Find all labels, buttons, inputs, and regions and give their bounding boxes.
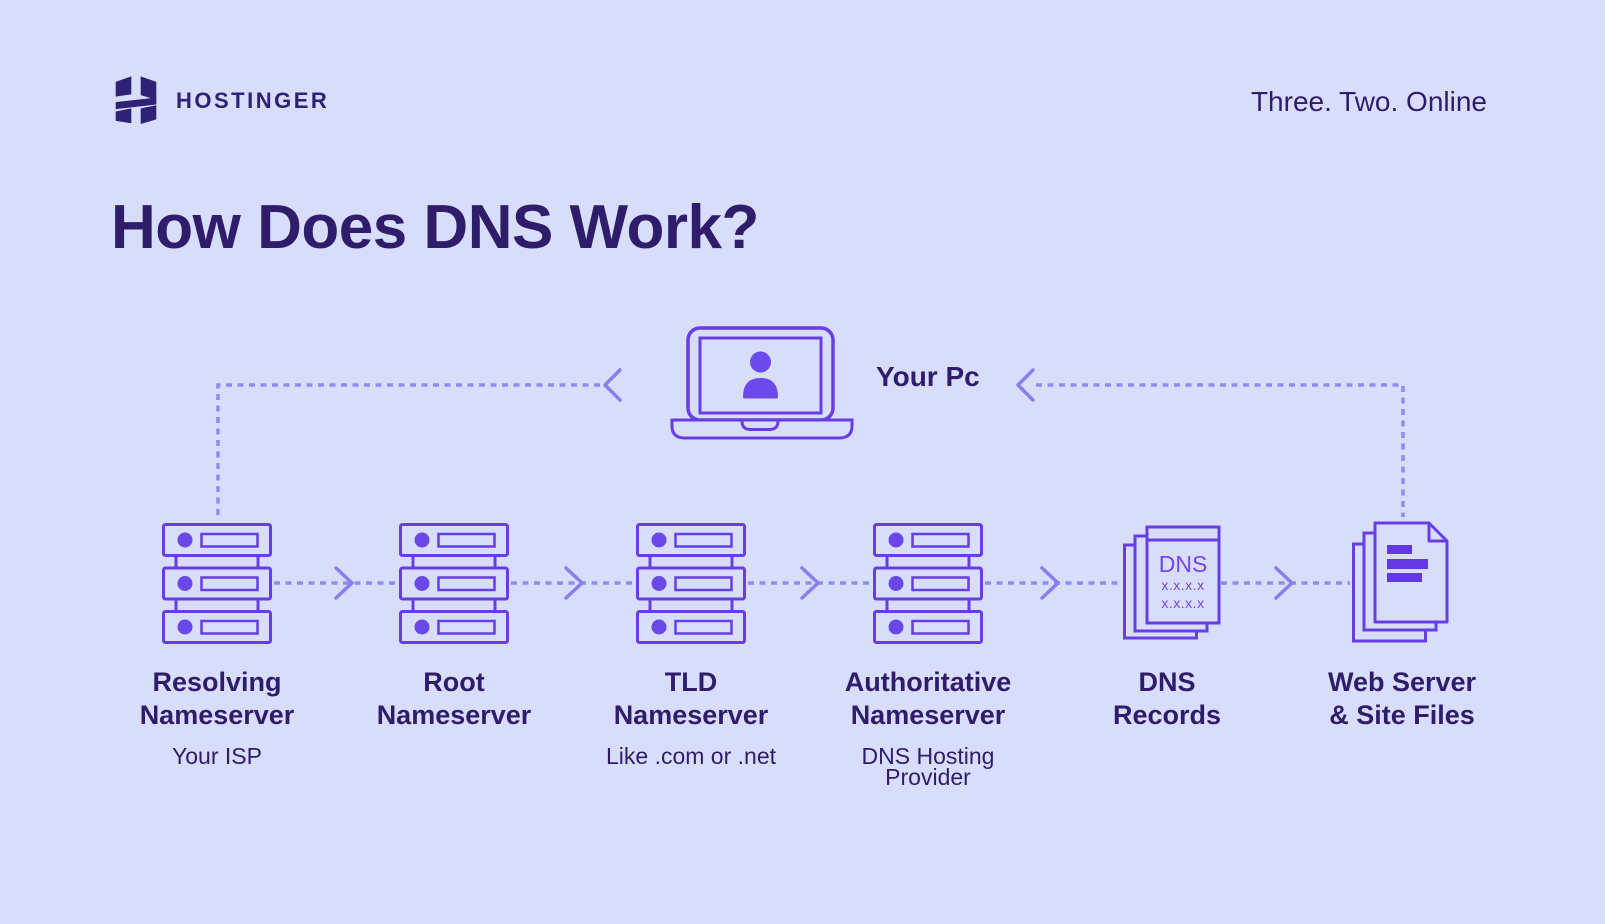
connector-pc-to-resolving-line: [216, 383, 600, 517]
node-authoritative-nameserver: Authoritative Nameserver DNS Hosting Pro…: [798, 666, 1058, 792]
resolving-nameserver-icon: [162, 523, 272, 644]
your-pc-label: Your Pc: [876, 361, 980, 392]
laptop-user-icon: [670, 326, 854, 440]
node-title-line: DNS: [1138, 667, 1196, 697]
node-title-line: Nameserver: [139, 700, 295, 730]
document-text-bars: [1387, 545, 1428, 582]
node-title-line: Web Server: [1327, 667, 1477, 697]
hostinger-h-icon: [115, 76, 157, 124]
dns-card-line-1: x.x.x.x: [1161, 577, 1204, 593]
node-dns-records: DNS Records: [1037, 666, 1297, 732]
dns-card-line-2: x.x.x.x: [1161, 595, 1204, 611]
node-resolving-nameserver: Resolving Nameserver Your ISP: [87, 666, 347, 771]
page-title: How Does DNS Work?: [111, 193, 759, 262]
node-title-line: & Site Files: [1329, 700, 1475, 730]
arrowhead-right-2-icon: [564, 566, 584, 600]
arrowhead-right-1-icon: [334, 566, 354, 600]
node-subtitle: Your ISP: [172, 743, 262, 769]
arrowhead-right-3-icon: [800, 566, 820, 600]
dns-card-heading: DNS: [1159, 551, 1208, 577]
node-title-line: Root: [423, 667, 485, 697]
node-subtitle: Like .com or .net: [605, 743, 777, 769]
authoritative-nameserver-icon: [873, 523, 983, 644]
node-title-line: Records: [1112, 700, 1222, 730]
arrowhead-to-pc-icon: [1016, 368, 1035, 402]
site-files-icon: [1352, 521, 1449, 643]
node-subtitle: Provider: [885, 764, 971, 790]
node-tld-nameserver: TLD Nameserver Like .com or .net: [561, 666, 821, 771]
node-title-line: Resolving: [152, 667, 282, 697]
header-tagline: Three. Two. Online: [1250, 86, 1487, 117]
root-nameserver-icon: [399, 523, 509, 644]
node-web-server-site-files: Web Server & Site Files: [1272, 666, 1532, 732]
node-title-line: TLD: [664, 667, 718, 697]
hostinger-logo: [114, 74, 158, 124]
arrowhead-right-4-icon: [1040, 566, 1060, 600]
user-icon: [743, 351, 778, 399]
node-title-line: Nameserver: [850, 700, 1006, 730]
arrowhead-right-5-icon: [1274, 566, 1294, 600]
brand-wordmark: HOSTINGER: [176, 88, 330, 113]
node-root-nameserver: Root Nameserver: [324, 666, 584, 732]
dns-records-icon: DNS x.x.x.x x.x.x.x: [1123, 525, 1221, 640]
connector-webserver-to-pc-line: [1036, 383, 1405, 517]
tld-nameserver-icon: [636, 523, 746, 644]
node-title-line: Authoritative: [844, 667, 1012, 697]
node-subtitle: DNS Hosting: [861, 743, 995, 769]
node-title-line: Nameserver: [613, 700, 769, 730]
node-title-line: Nameserver: [376, 700, 532, 730]
arrowhead-left-icon: [603, 368, 622, 402]
